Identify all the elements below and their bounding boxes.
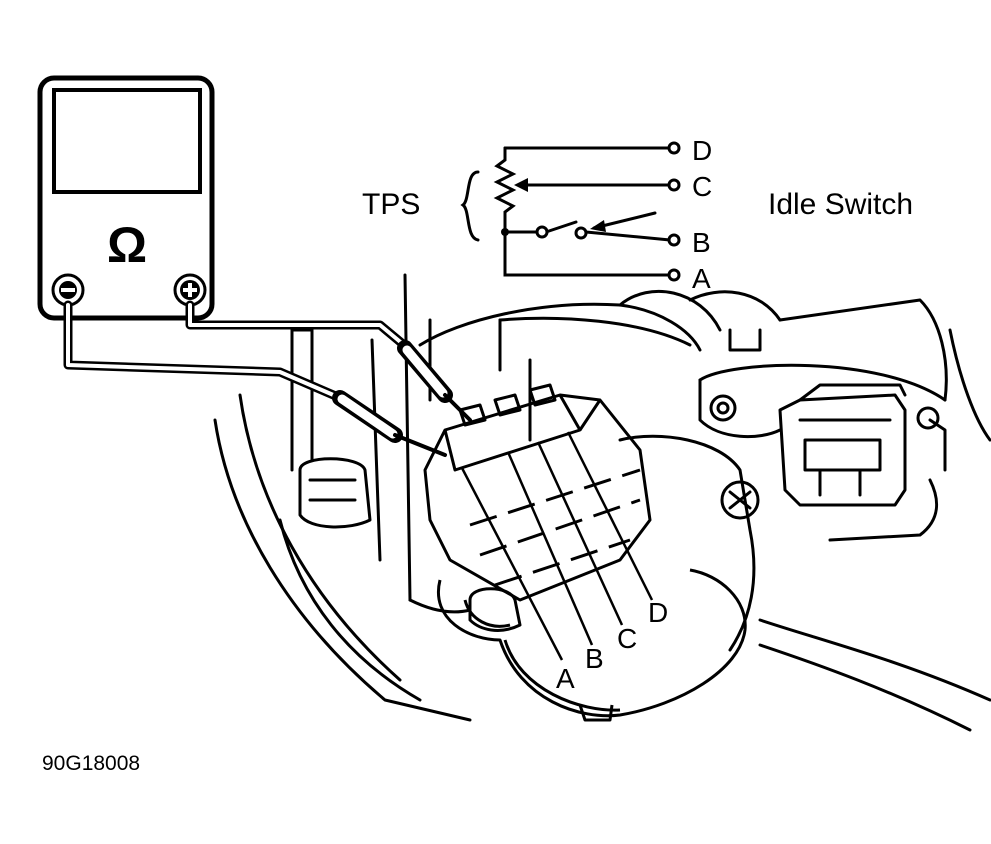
- pin-label-c: C: [617, 623, 637, 654]
- junction-dot: [501, 228, 509, 236]
- terminal-d: [667, 141, 681, 155]
- tps-schematic: [460, 146, 672, 277]
- pin-callout-lines: [460, 431, 654, 661]
- ohmmeter-display: [52, 88, 202, 194]
- test-leads: [63, 300, 472, 457]
- engine-background-outline: [213, 273, 991, 732]
- ohm-symbol: Ω: [107, 217, 147, 273]
- tps-label: TPS: [362, 188, 420, 221]
- terminal-b: [667, 233, 681, 247]
- terminal-label-a: A: [692, 263, 711, 294]
- terminal-label-d: D: [692, 135, 712, 166]
- tps-sensor-body: [423, 383, 747, 722]
- wiper-arrowhead: [514, 178, 528, 192]
- switch-contact-right: [574, 226, 588, 240]
- pin-label-a: A: [556, 663, 575, 694]
- terminal-a: [667, 268, 681, 282]
- terminal-label-c: C: [692, 171, 712, 202]
- pin-label-b: B: [585, 643, 604, 674]
- ohmmeter: Ω: [37, 75, 215, 321]
- tps-brace: [460, 170, 480, 242]
- switch-contact-left: [535, 225, 549, 239]
- idle-switch-label: Idle Switch: [768, 188, 913, 221]
- terminal-label-b: B: [692, 227, 711, 258]
- figure-code: 90G18008: [42, 752, 140, 775]
- terminal-c: [667, 178, 681, 192]
- pin-label-d: D: [648, 597, 668, 628]
- schematic-nodes: [501, 141, 681, 282]
- idle-switch-arrowhead: [590, 220, 606, 232]
